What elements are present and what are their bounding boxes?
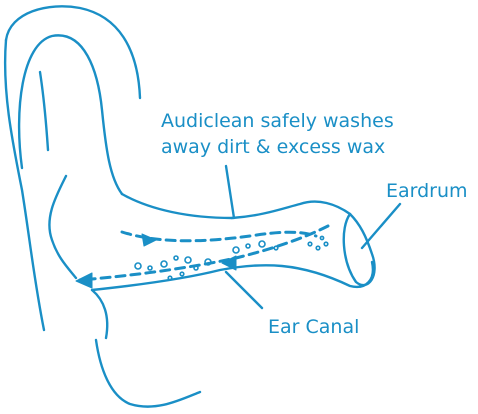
- eardrum-label: Eardrum: [386, 178, 468, 204]
- ear-canal-label: Ear Canal: [268, 314, 359, 340]
- caption-leader-line: [226, 166, 234, 218]
- particle: [168, 276, 172, 280]
- arrowhead-left: [76, 273, 92, 288]
- particle: [324, 242, 328, 246]
- concha-fold: [40, 72, 48, 150]
- caption-line-2: away dirt & excess wax: [161, 134, 385, 160]
- concha-fold: [49, 176, 76, 278]
- caption-line-1: Audiclean safely washes: [161, 108, 394, 134]
- particle: [161, 261, 167, 267]
- particle: [148, 266, 152, 270]
- particle: [135, 263, 141, 269]
- arrowhead-right: [142, 234, 156, 246]
- ear-canal-leader-line: [226, 272, 262, 308]
- eardrum-leader-line: [362, 204, 400, 248]
- earlobe: [96, 340, 200, 407]
- outer-ear-outline: [6, 6, 140, 98]
- outer-ear-outline: [5, 40, 44, 330]
- eardrum-shape: [344, 214, 375, 285]
- particle: [194, 266, 198, 270]
- tragus: [92, 290, 107, 338]
- particle: [259, 241, 265, 247]
- flow-arrow-return: [80, 226, 328, 280]
- particle: [185, 257, 191, 263]
- particle: [180, 272, 184, 276]
- ear-canal-wall: [232, 202, 350, 218]
- particle: [174, 256, 178, 260]
- particle: [246, 244, 250, 248]
- inner-ear-fold: [122, 194, 232, 218]
- particle: [316, 246, 320, 250]
- inner-ear-fold: [19, 35, 122, 194]
- particle: [320, 236, 323, 239]
- particle: [308, 242, 312, 246]
- particle: [274, 246, 278, 250]
- particle: [233, 247, 239, 253]
